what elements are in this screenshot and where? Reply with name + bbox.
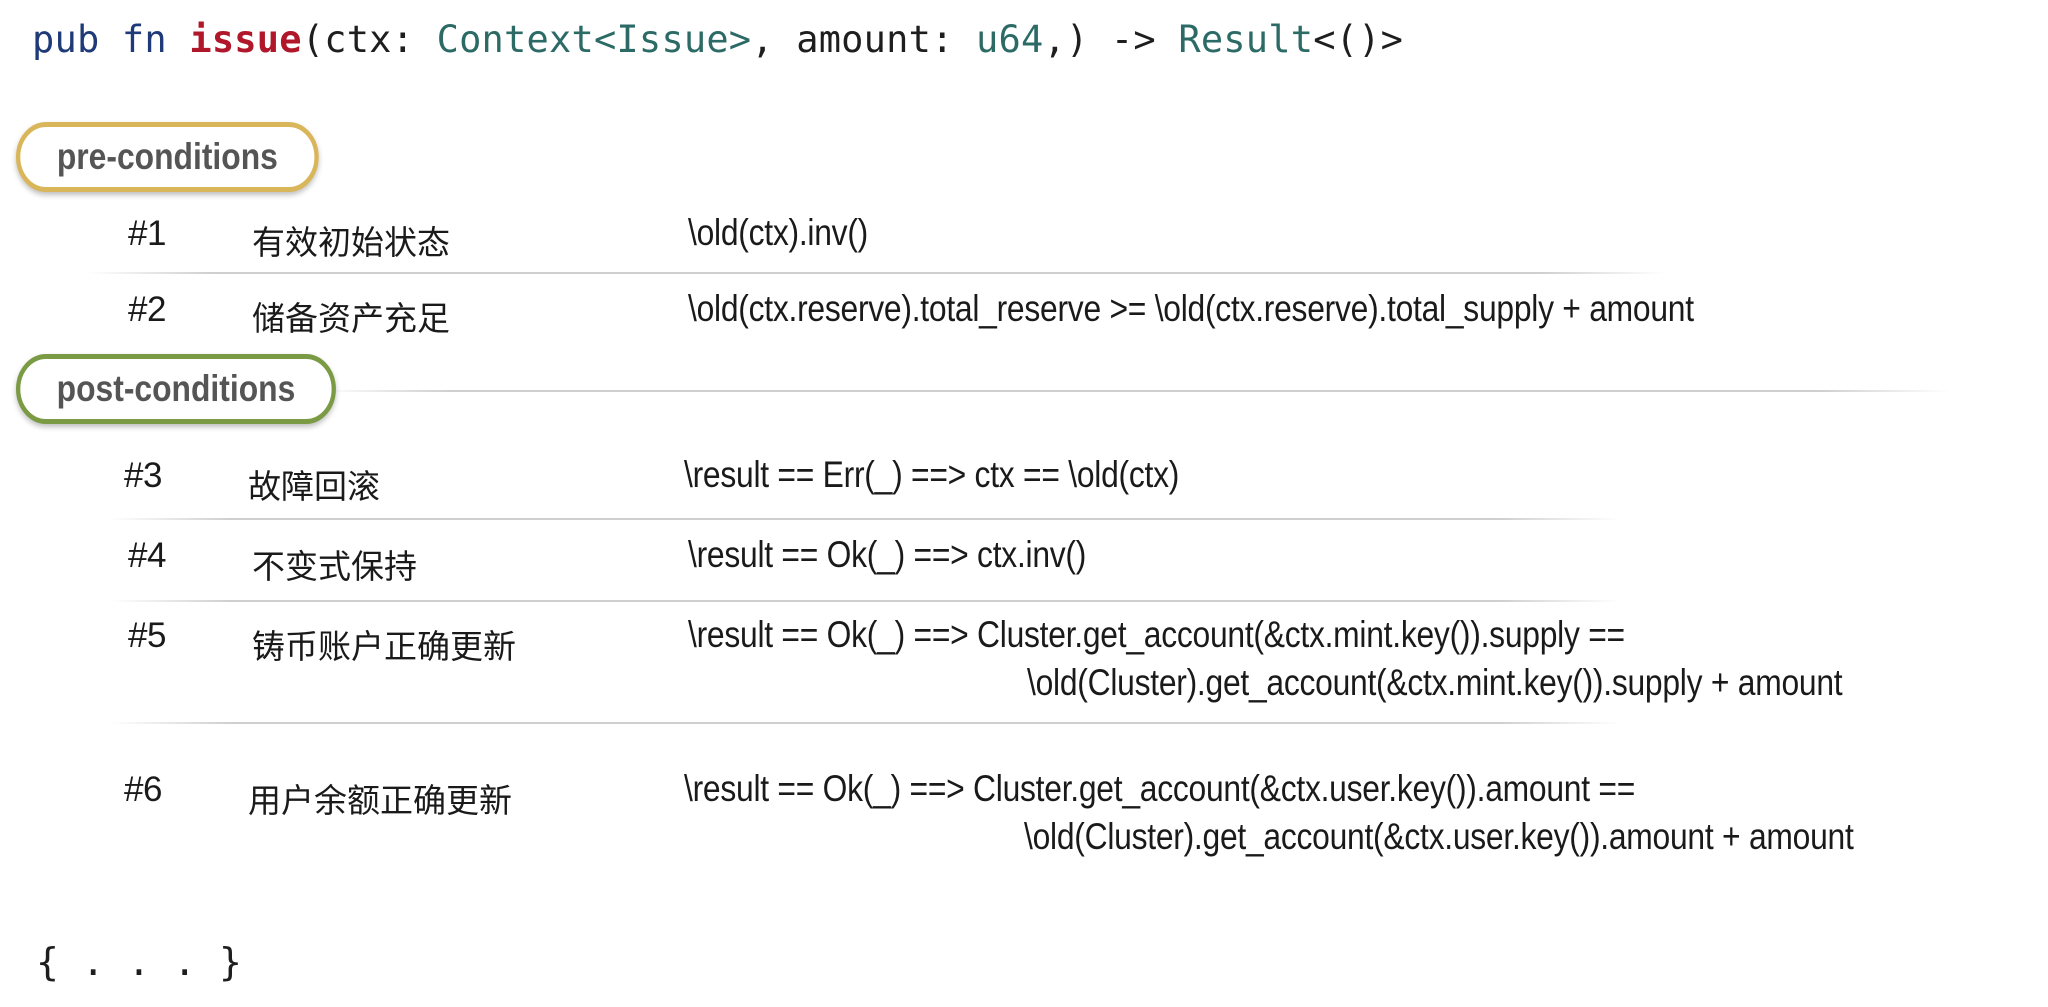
signature-params-close: ,) -> [1043, 18, 1179, 61]
condition-1-expression: \old(ctx).inv() [688, 212, 869, 253]
row-divider [110, 722, 1620, 724]
code-body-ellipsis: { . . . } [36, 940, 242, 984]
row-divider [110, 518, 1620, 520]
condition-6-number: #6 [124, 770, 162, 809]
condition-3-number: #3 [124, 456, 162, 495]
signature-params-mid: , amount: [751, 18, 977, 61]
condition-1-description: 有效初始状态 [252, 223, 450, 262]
row-divider [110, 600, 1620, 602]
condition-3-expression: \result == Err(_) ==> ctx == \old(ctx) [684, 454, 1180, 495]
post-conditions-label: post-conditions [16, 354, 336, 424]
condition-5-expression-line-1: \result == Ok(_) ==> Cluster.get_account… [688, 614, 1625, 655]
condition-2-description: 储备资产充足 [252, 299, 450, 338]
keyword-pub: pub [32, 18, 100, 61]
condition-4-expression: \result == Ok(_) ==> ctx.inv() [688, 534, 1087, 575]
condition-2-number: #2 [128, 290, 166, 329]
return-type-tail: <()> [1313, 18, 1404, 61]
return-type: Result [1178, 18, 1314, 61]
pre-conditions-label: pre-conditions [16, 122, 319, 192]
section-divider [320, 390, 1950, 392]
condition-6-expression-line-1: \result == Ok(_) ==> Cluster.get_account… [684, 768, 1636, 809]
row-divider [86, 272, 1666, 274]
keyword-fn: fn [121, 18, 167, 61]
ctx-type: Context<Issue> [436, 18, 752, 61]
condition-1-number: #1 [128, 214, 166, 253]
condition-4-description: 不变式保持 [252, 547, 417, 586]
condition-5-description: 铸币账户正确更新 [252, 627, 516, 666]
condition-2-expression: \old(ctx.reserve).total_reserve >= \old(… [688, 288, 1694, 329]
condition-6-description: 用户余额正确更新 [248, 781, 512, 820]
condition-3-description: 故障回滚 [248, 467, 380, 506]
condition-5-expression-line-2: \old(Cluster).get_account(&ctx.mint.key(… [1027, 662, 1843, 703]
function-signature: pub fn issue(ctx: Context<Issue>, amount… [32, 18, 1403, 61]
condition-4-number: #4 [128, 536, 166, 575]
function-name: issue [189, 18, 302, 61]
condition-5-number: #5 [128, 616, 166, 655]
condition-6-expression-line-2: \old(Cluster).get_account(&ctx.user.key(… [1024, 816, 1854, 857]
signature-params-open: (ctx: [301, 18, 437, 61]
amount-type: u64 [976, 18, 1044, 61]
